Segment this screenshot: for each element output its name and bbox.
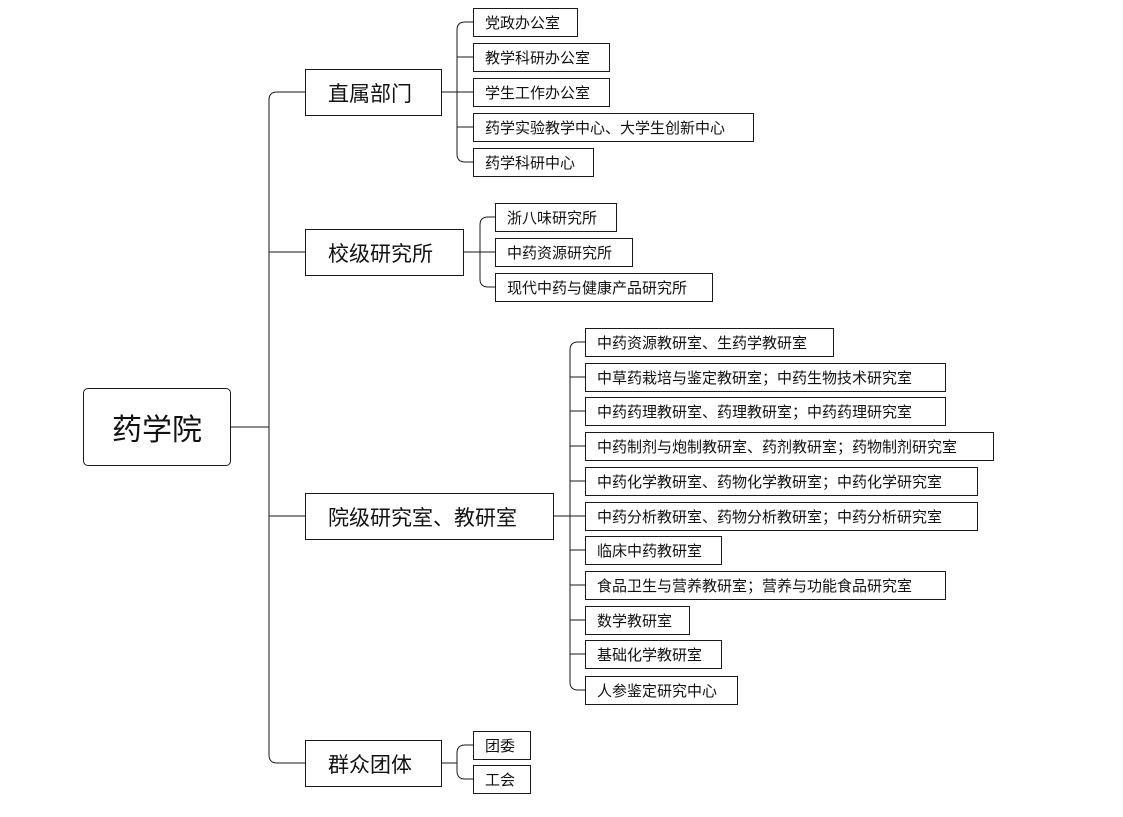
leaf-label: 中药资源研究所 [507,244,613,262]
leaf-label: 中药分析教研室、药物分析教研室；中药分析研究室 [597,508,943,526]
category-label: 直属部门 [328,81,412,106]
leaf-label: 药学实验教学中心、大学生创新中心 [485,119,726,137]
category-label: 校级研究所 [328,241,433,266]
category-label: 群众团体 [328,752,412,777]
category-node-mass-organizations: 群众团体 [305,740,442,787]
leaf-label: 中药药理教研室、药理教研室；中药药理研究室 [597,403,913,421]
leaf-label: 人参鉴定研究中心 [597,682,718,700]
leaf-node: 中药资源教研室、生药学教研室 [585,328,834,357]
leaf-node: 浙八味研究所 [495,203,617,232]
leaf-label: 浙八味研究所 [507,209,598,227]
leaf-node: 食品卫生与营养教研室；营养与功能食品研究室 [585,571,946,600]
leaf-label: 中草药栽培与鉴定教研室；中药生物技术研究室 [597,369,913,387]
leaf-node: 工会 [473,765,531,794]
root-node: 药学院 [83,388,231,466]
leaf-label: 工会 [485,771,516,789]
leaf-node: 党政办公室 [473,8,578,37]
root-label: 药学院 [112,413,202,448]
leaf-label: 党政办公室 [485,14,561,32]
category-node-direct-departments: 直属部门 [305,69,442,116]
category-node-university-institutes: 校级研究所 [305,229,464,276]
leaf-node: 基础化学教研室 [585,640,722,669]
leaf-label: 中药制剂与炮制教研室、药剂教研室；药物制剂研究室 [597,438,958,456]
leaf-node: 药学实验教学中心、大学生创新中心 [473,113,754,142]
leaf-node: 中药分析教研室、药物分析教研室；中药分析研究室 [585,502,978,531]
leaf-node: 中药制剂与炮制教研室、药剂教研室；药物制剂研究室 [585,432,994,461]
leaf-label: 药学科研中心 [485,154,576,172]
leaf-label: 团委 [485,737,516,755]
leaf-node: 教学科研办公室 [473,43,610,72]
category-label: 院级研究室、教研室 [328,505,517,530]
leaf-label: 临床中药教研室 [597,542,703,560]
leaf-node: 数学教研室 [585,606,690,635]
leaf-label: 数学教研室 [597,612,673,630]
leaf-node: 中草药栽培与鉴定教研室；中药生物技术研究室 [585,363,946,392]
leaf-node: 现代中药与健康产品研究所 [495,273,713,302]
leaf-node: 临床中药教研室 [585,536,722,565]
leaf-node: 团委 [473,731,531,760]
leaf-node: 中药资源研究所 [495,238,633,267]
category-node-college-labs: 院级研究室、教研室 [305,493,554,540]
leaf-label: 现代中药与健康产品研究所 [507,279,688,297]
leaf-node: 中药化学教研室、药物化学教研室；中药化学研究室 [585,467,978,496]
leaf-label: 学生工作办公室 [485,84,591,102]
leaf-label: 中药资源教研室、生药学教研室 [597,334,808,352]
leaf-label: 食品卫生与营养教研室；营养与功能食品研究室 [597,577,913,595]
leaf-node: 中药药理教研室、药理教研室；中药药理研究室 [585,397,946,426]
leaf-node: 药学科研中心 [473,148,594,177]
leaf-node: 学生工作办公室 [473,78,610,107]
leaf-label: 基础化学教研室 [597,646,703,664]
leaf-label: 教学科研办公室 [485,49,591,67]
leaf-label: 中药化学教研室、药物化学教研室；中药化学研究室 [597,473,943,491]
leaf-node: 人参鉴定研究中心 [585,676,738,705]
